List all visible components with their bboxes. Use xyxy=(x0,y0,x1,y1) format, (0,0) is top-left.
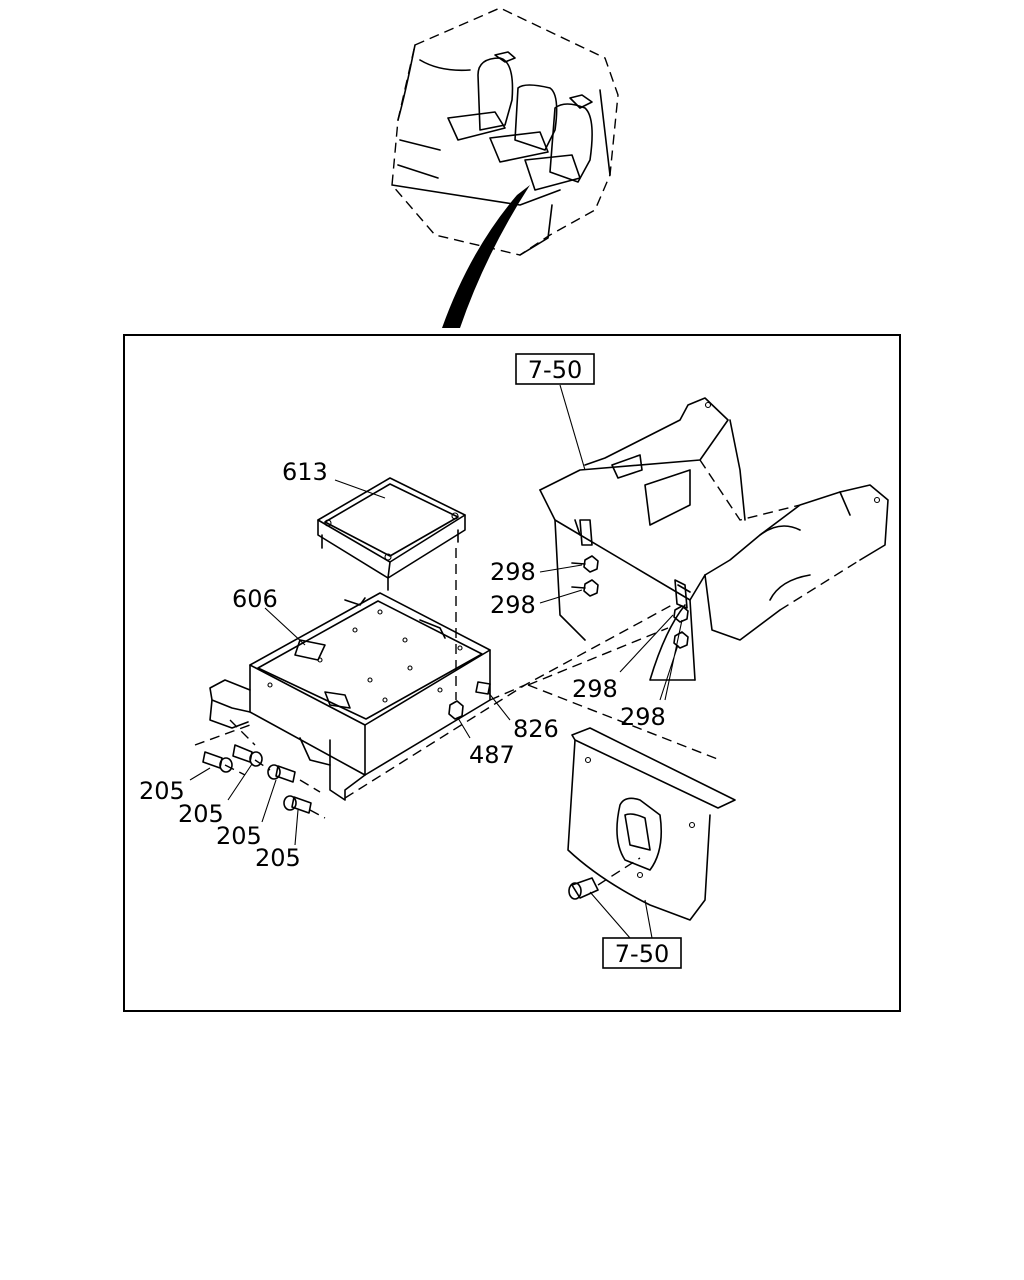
label-205-a: 205 xyxy=(139,777,185,805)
ref-box-top: 7-50 xyxy=(515,353,595,385)
detail-frame xyxy=(123,334,901,1012)
callout-labels: 613 606 298 298 298 298 826 487 205 205 … xyxy=(139,458,666,872)
ref-label-bottom: 7-50 xyxy=(615,940,669,968)
frame-crossmember xyxy=(539,397,889,681)
label-298-b: 298 xyxy=(490,591,536,619)
seat-middle xyxy=(489,84,558,163)
bracket-606 xyxy=(194,592,491,801)
label-298-a: 298 xyxy=(490,558,536,586)
label-606: 606 xyxy=(232,585,278,613)
cab-overview xyxy=(391,7,619,328)
nuts-298 xyxy=(571,555,689,649)
ref-box-bottom: 7-50 xyxy=(602,937,682,969)
alignment-lines xyxy=(344,604,721,799)
seat-right xyxy=(524,94,593,191)
part-487 xyxy=(448,548,464,720)
label-205-d: 205 xyxy=(255,844,301,872)
label-298-d: 298 xyxy=(620,703,666,731)
bolts-205 xyxy=(202,744,326,819)
ref-label-top: 7-50 xyxy=(528,356,582,384)
part-826 xyxy=(475,681,491,695)
leader-lines xyxy=(189,384,683,939)
label-826: 826 xyxy=(513,715,559,743)
label-205-c: 205 xyxy=(216,822,262,850)
seat-left xyxy=(447,51,516,141)
label-298-c: 298 xyxy=(572,675,618,703)
label-205-b: 205 xyxy=(178,800,224,828)
ecu-613 xyxy=(317,477,466,591)
lower-cover xyxy=(567,727,736,921)
label-487: 487 xyxy=(469,741,515,769)
pointer-wedge xyxy=(442,185,530,328)
label-613: 613 xyxy=(282,458,328,486)
